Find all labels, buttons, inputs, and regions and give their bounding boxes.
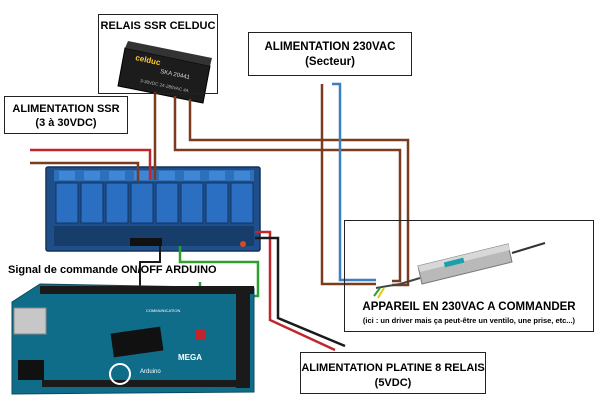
wire-board-gnd-black — [255, 236, 346, 348]
appliance-driver — [373, 242, 546, 299]
relay-terminal-2 — [84, 171, 100, 180]
relay-block-3 — [105, 182, 129, 224]
label-alimentation-platine-line2: (5VDC) — [374, 377, 412, 389]
relay-terminal-5 — [159, 171, 175, 180]
label-alimentation-platine: ALIMENTATION PLATINE 8 RELAIS (5VDC) — [300, 352, 486, 394]
relay-terminal-4 — [134, 171, 150, 180]
wire-ssr-supply-brown — [30, 161, 140, 182]
arduino-model: MEGA — [178, 353, 202, 362]
wire-ssr-out-brown-2 — [188, 99, 410, 287]
relay-terminal-3 — [109, 171, 125, 180]
relay-terminal-1 — [59, 171, 75, 180]
svg-text:COMMUNICATION: COMMUNICATION — [146, 308, 180, 313]
label-alimentation-230: ALIMENTATION 230VAC (Secteur) — [248, 32, 412, 76]
arduino-mega: MEGA Arduino COMMUNICATION — [11, 283, 255, 395]
label-appareil-line1: APPAREIL EN 230VAC A COMMANDER — [362, 301, 576, 313]
ssr-relay: celduc SKA 20441 3-30VDC 24-280VAC 4A — [117, 41, 212, 104]
relay-terminal-8 — [234, 171, 250, 180]
label-relais-ssr-text: RELAIS SSR CELDUC — [100, 20, 216, 32]
wire-ssr-supply-red — [30, 148, 152, 180]
label-alimentation-230-line2: (Secteur) — [305, 56, 355, 68]
relay-block-6 — [180, 182, 204, 224]
relay-block-2 — [80, 182, 104, 224]
relay-board-8 — [45, 166, 261, 252]
wire-mains-blue — [332, 82, 376, 282]
relay-blocks — [55, 171, 254, 224]
relay-terminal-6 — [184, 171, 200, 180]
label-alimentation-platine-line1: ALIMENTATION PLATINE 8 RELAIS — [301, 362, 485, 374]
wire-ssr-out-brown — [173, 96, 402, 283]
label-alimentation-ssr-line1: ALIMENTATION SSR — [12, 103, 120, 115]
relay-terminal-7 — [209, 171, 225, 180]
label-relais-ssr: RELAIS SSR CELDUC — [98, 14, 218, 94]
relay-block-4 — [130, 182, 154, 224]
relay-block-8 — [230, 182, 254, 224]
label-alimentation-230-line1: ALIMENTATION 230VAC — [264, 41, 396, 53]
label-alimentation-ssr-line2: (3 à 30VDC) — [35, 117, 97, 129]
label-alimentation-ssr: ALIMENTATION SSR (3 à 30VDC) — [4, 96, 128, 134]
label-signal-commande: Signal de commande ON/OFF ARDUINO — [8, 264, 217, 276]
label-signal-commande-text: Signal de commande ON/OFF ARDUINO — [8, 264, 217, 276]
arduino-brand: Arduino — [140, 369, 161, 375]
relay-block-1 — [55, 182, 79, 224]
label-appareil: APPAREIL EN 230VAC A COMMANDER (ici : un… — [344, 220, 594, 332]
wire-mains-brown — [320, 84, 376, 286]
relay-block-5 — [155, 182, 179, 224]
wire-board-5v-red — [255, 230, 336, 352]
label-appareil-line2: (ici : un driver mais ça peut-être un ve… — [362, 316, 576, 325]
relay-block-7 — [205, 182, 229, 224]
